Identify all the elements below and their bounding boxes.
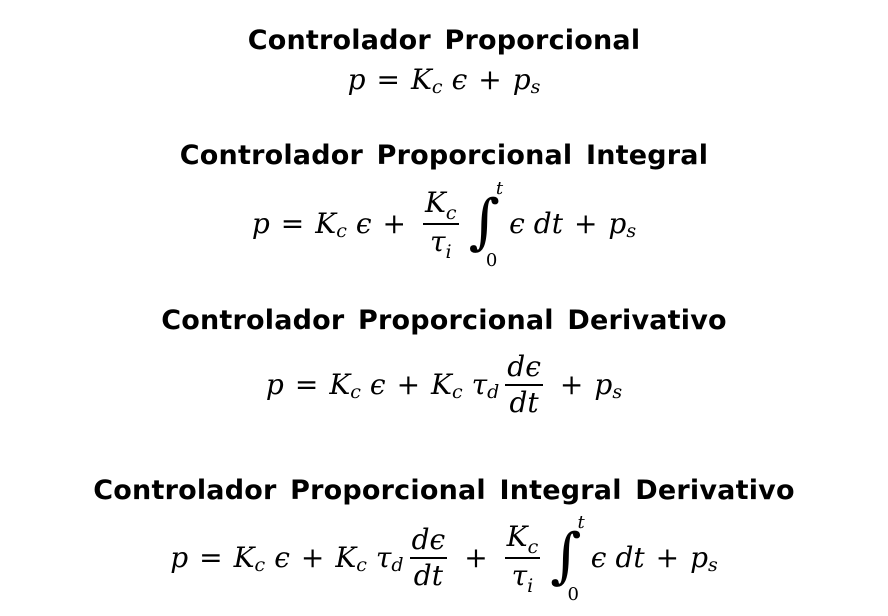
var-p: p [251, 207, 270, 240]
var-tau: τ [375, 541, 392, 574]
equals-sign: = [294, 368, 319, 401]
var-epsilon: ϵ [451, 63, 468, 96]
subscript-s: s [626, 219, 637, 242]
var-epsilon: ϵ [509, 207, 525, 240]
equals-sign: = [280, 207, 305, 240]
subscript-c: c [431, 75, 443, 98]
var-k: K [410, 63, 432, 96]
var-p: p [608, 207, 627, 240]
subscript-s: s [708, 553, 718, 576]
subscript-c: c [254, 553, 266, 576]
subscript-i: i [445, 241, 452, 263]
fraction-kc-over-tau-i: Kc τi [504, 520, 541, 597]
var-epsilon: ϵ [355, 207, 372, 240]
var-k: K [329, 368, 351, 401]
fraction-bar [505, 384, 543, 386]
plus-sign: + [396, 368, 421, 401]
title-proportional-integral: Controlador Proporcional Integral [179, 140, 709, 171]
var-k: K [425, 186, 446, 219]
subscript-c: c [527, 536, 539, 558]
integral-sign: ∫ [550, 521, 582, 591]
equals-sign: = [199, 541, 223, 574]
numerator-d-epsilon: dϵ [411, 523, 446, 556]
subscript-c: c [445, 202, 457, 224]
integral: ∫ t 0 [550, 514, 585, 604]
differential-dt: dt [533, 207, 563, 240]
plus-sign: + [559, 368, 584, 401]
equals-sign: = [376, 63, 400, 96]
plus-sign: + [300, 541, 325, 574]
subscript-s: s [530, 75, 541, 98]
var-tau: τ [430, 225, 446, 258]
var-p: p [265, 368, 284, 401]
var-p: p [594, 368, 613, 401]
var-epsilon: ϵ [369, 368, 386, 401]
subscript-i: i [527, 575, 534, 597]
var-epsilon: ϵ [590, 541, 607, 574]
var-p: p [347, 63, 366, 96]
plus-sign: + [382, 207, 406, 240]
var-p: p [690, 541, 709, 574]
var-p: p [170, 541, 189, 574]
denominator-dt: dt [413, 559, 443, 592]
var-k: K [315, 207, 337, 240]
var-tau: τ [511, 559, 528, 592]
plus-sign: + [464, 541, 488, 574]
upper-limit: t [495, 178, 504, 199]
plus-sign: + [573, 207, 598, 240]
fraction-bar [409, 557, 448, 559]
fraction-d-epsilon-dt: dϵ dt [505, 350, 543, 420]
subscript-d: d [487, 380, 500, 403]
denominator-dt: dt [509, 386, 539, 419]
plus-sign: + [478, 63, 502, 96]
title-proportional: Controlador Proporcional [247, 25, 641, 56]
var-k: K [335, 541, 357, 574]
subscript-s: s [612, 380, 623, 403]
subscript-c: c [451, 380, 463, 403]
lower-limit: 0 [567, 584, 579, 605]
lower-limit: 0 [485, 250, 498, 271]
differential-dt: dt [615, 541, 645, 574]
var-k: K [431, 368, 452, 401]
var-p: p [512, 63, 531, 96]
subscript-c: c [350, 380, 361, 403]
var-tau: τ [471, 368, 488, 401]
fraction-kc-over-tau-i: Kc τi [423, 186, 459, 263]
var-epsilon: ϵ [274, 541, 290, 574]
subscript-c: c [356, 553, 367, 576]
var-k: K [506, 520, 528, 553]
fraction-bar [423, 223, 459, 225]
title-proportional-derivative: Controlador Proporcional Derivativo [161, 305, 727, 336]
numerator-d-epsilon: dϵ [507, 350, 541, 383]
fraction-bar [504, 557, 541, 559]
var-k: K [233, 541, 255, 574]
integral: ∫ t 0 [468, 180, 504, 270]
fraction-d-epsilon-dt: dϵ dt [409, 523, 448, 593]
subscript-c: c [336, 219, 347, 242]
upper-limit: t [577, 512, 585, 533]
subscript-d: d [391, 553, 404, 576]
plus-sign: + [655, 541, 680, 574]
title-proportional-integral-derivative: Controlador Proporcional Integral Deriva… [93, 475, 795, 506]
integral-sign: ∫ [468, 187, 500, 257]
